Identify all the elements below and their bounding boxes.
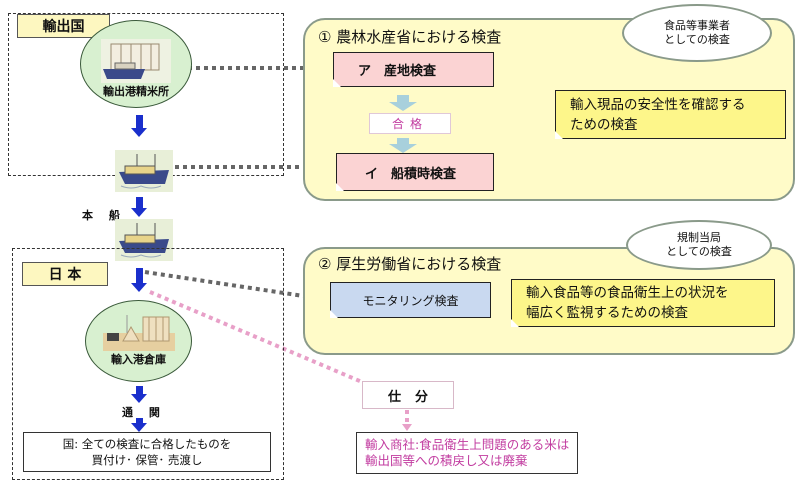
customs-label: 通 関	[122, 406, 166, 419]
bubble-line-1: 規制当局	[677, 231, 721, 244]
maff-panel-title: ① 農林水産省における検査	[318, 28, 502, 46]
origin-inspection-box: ア 産地検査	[333, 52, 494, 87]
japan-label: 日 本	[22, 262, 108, 286]
bubble-line-2: としての検査	[666, 245, 732, 258]
rice-mill-icon	[101, 39, 171, 83]
flow-arrow-down-icon	[131, 394, 147, 403]
monitoring-inspection-box: モニタリング検査	[330, 282, 491, 318]
mhlw-purpose-note: 輸入食品等の食品衛生上の状況を 幅広く監視するための検査	[511, 279, 775, 327]
connector-japan-to-monitoring	[144, 270, 331, 302]
cargo-ship-icon	[119, 154, 169, 189]
pass-label: 合格	[369, 113, 451, 134]
connector-japan-to-sorting	[149, 290, 363, 384]
origin-inspection-label: ア 産地検査	[358, 64, 437, 79]
folded-corner	[336, 183, 344, 191]
flow-arrow-down-icon	[131, 208, 147, 217]
note2-line-2: 幅広く監視するための検査	[526, 305, 688, 321]
pink-arrowhead	[402, 424, 412, 431]
monitoring-inspection-label: モニタリング検査	[362, 293, 459, 308]
pass-arrow-shaft	[397, 138, 409, 144]
loading-ship-image	[115, 150, 173, 192]
loading-inspection-label: イ 船積時検査	[365, 166, 457, 182]
loading-inspection-box: イ 船積時検査	[336, 153, 494, 191]
flow-arrow-shaft	[136, 386, 143, 395]
folded-corner	[330, 310, 338, 318]
sorting-box: 仕分	[362, 381, 454, 409]
import-warehouse-label: 輸入港倉庫	[111, 353, 166, 366]
folded-corner	[333, 79, 341, 87]
flow-arrow-shaft	[136, 268, 143, 284]
note2-line-1: 輸入食品等の食品衛生上の状況を	[526, 285, 729, 301]
export-mill-facility: 輸出港精米所	[80, 20, 192, 108]
result-line-1: 輸入商社:食品衛生上問題のある米は	[365, 437, 570, 452]
flow-arrow-down-icon	[131, 128, 147, 137]
flow-arrow-shaft	[136, 115, 143, 129]
final-line-2: 買付け･ 保管･ 売渡し	[91, 453, 203, 467]
main-ship-image	[115, 219, 173, 261]
folded-corner	[555, 131, 563, 139]
pass-arrow-down-icon	[389, 102, 417, 111]
bubble-line-1: 食品等事業者	[664, 19, 730, 32]
mhlw-panel-title: ② 厚生労働省における検査	[318, 255, 502, 273]
flow-arrow-down-icon	[131, 423, 147, 432]
final-handling-box: 国: 全ての検査に合格したものを 買付け･ 保管･ 売渡し	[23, 432, 271, 472]
note1-line-2: ための検査	[570, 116, 638, 133]
import-warehouse-facility: 輸入港倉庫	[85, 300, 192, 382]
pass-arrow-shaft	[397, 95, 409, 102]
flow-arrow-shaft	[136, 197, 143, 209]
bubble-line-2: としての検査	[664, 33, 730, 46]
japan-region	[12, 248, 284, 480]
main-ship-label: 本 船	[82, 209, 126, 222]
flow-arrow-down-icon	[131, 283, 147, 292]
maff-purpose-note: 輸入現品の安全性を確認する ための検査	[555, 90, 786, 139]
final-line-1: 国: 全ての検査に合格したものを	[62, 437, 232, 451]
cargo-ship-icon	[119, 223, 169, 258]
note1-line-1: 輸入現品の安全性を確認する	[570, 96, 746, 113]
warehouse-icon	[102, 315, 175, 351]
result-line-2: 輸出国等への積戻し又は廃棄	[365, 453, 528, 468]
folded-corner	[511, 319, 519, 327]
flow-arrow-shaft	[136, 418, 143, 424]
sorting-result-box: 輸入商社:食品衛生上問題のある米は 輸出国等への積戻し又は廃棄	[356, 432, 578, 474]
pass-arrow-down-icon	[389, 144, 417, 153]
business-operator-bubble: 食品等事業者 としての検査	[622, 4, 772, 62]
export-mill-label: 輸出港精米所	[103, 85, 169, 98]
regulator-bubble: 規制当局 としての検査	[626, 220, 772, 270]
